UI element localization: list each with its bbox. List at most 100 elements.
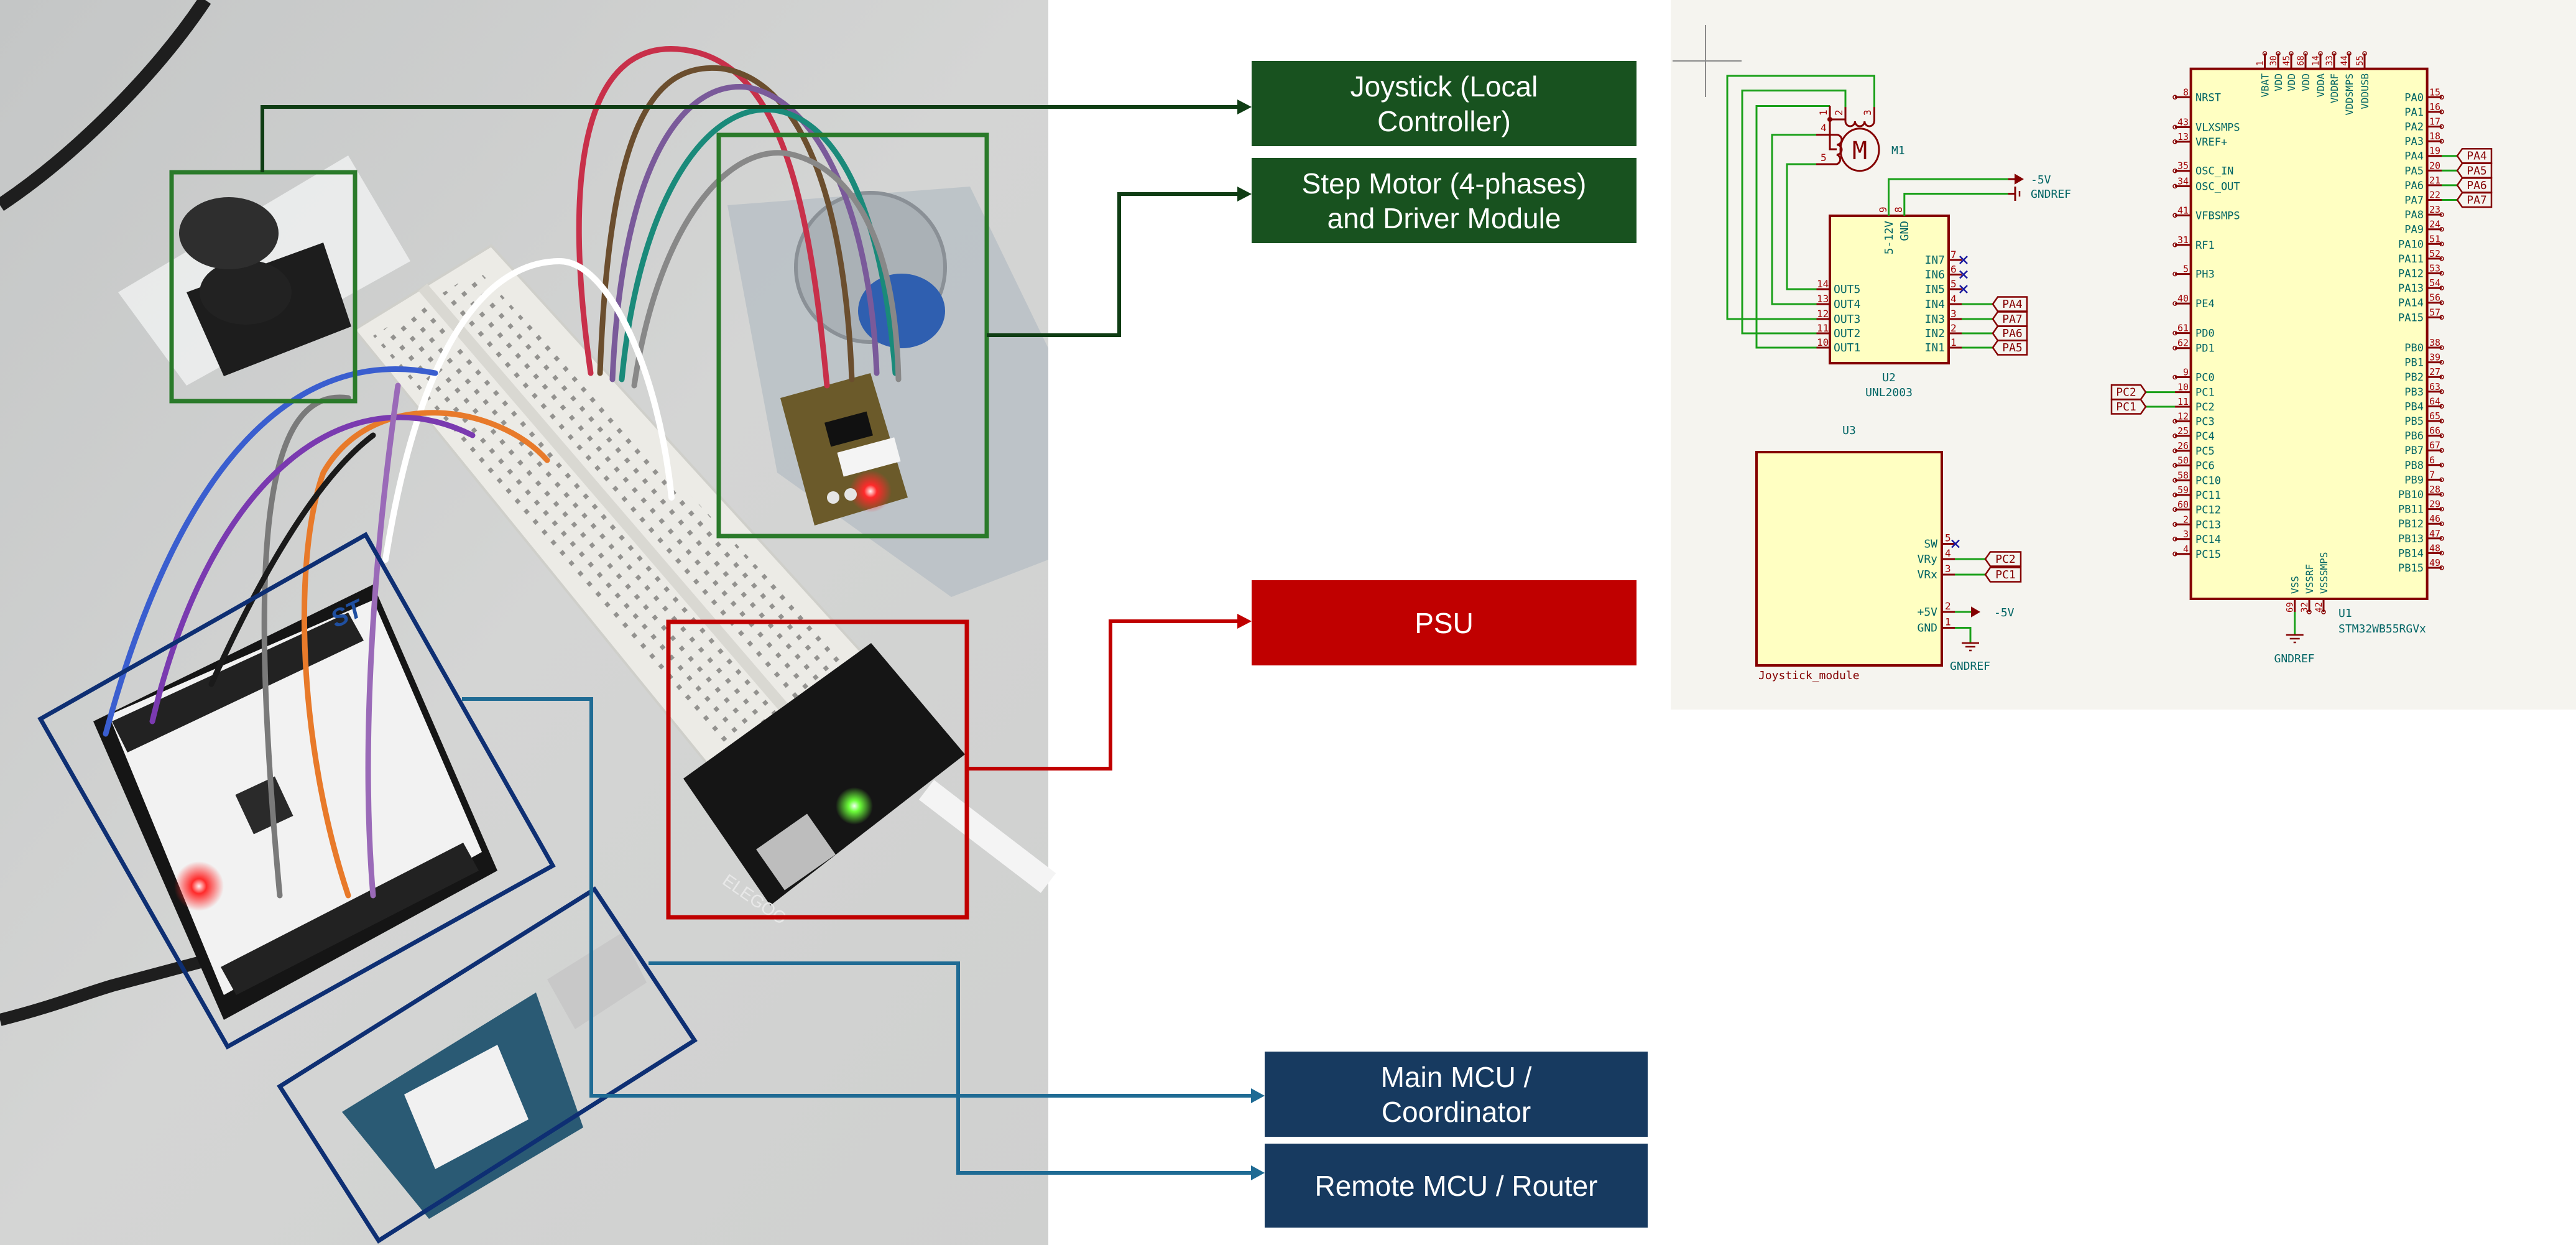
pin-number: 1 (2256, 61, 2266, 66)
pin-number: 11 (2177, 396, 2189, 407)
net-label-icon (1992, 325, 2028, 341)
pin-end (2439, 463, 2444, 468)
pin-number: 50 (2177, 455, 2189, 466)
pin-end (2172, 95, 2177, 100)
pin-end (2439, 448, 2444, 453)
pin-label: PC4 (2195, 430, 2215, 443)
pin-number: 9 (1877, 206, 1889, 213)
pin-end (2439, 492, 2444, 497)
pin-label: VDDA (2315, 73, 2327, 98)
pin-label: OSC_OUT (2195, 180, 2240, 193)
pin-end (2439, 404, 2444, 409)
pin-end (2439, 521, 2444, 526)
motor-wire (1755, 105, 1830, 349)
pin-number: 10 (2177, 382, 2189, 393)
net-label-icon (1984, 567, 2022, 583)
pin-number: 14 (2311, 55, 2321, 66)
pin-number: 67 (2429, 440, 2440, 451)
pin-end (2439, 139, 2444, 144)
pin-label: VSS (2289, 576, 2301, 594)
pin-number: 39 (2429, 352, 2440, 363)
pin-number: 69 (2286, 602, 2296, 613)
mcu-chip (235, 776, 293, 835)
pin-number: 61 (2177, 323, 2189, 334)
net-label: PA4 (2467, 150, 2487, 163)
net-label-icon (1992, 340, 2028, 356)
wire-black (208, 432, 376, 687)
net-label: PA7 (2467, 194, 2487, 207)
pin-label: PB3 (2404, 386, 2424, 399)
pin-label: PA9 (2404, 224, 2424, 236)
pin-label: PH3 (2195, 269, 2215, 281)
component-ref: M1 (1891, 144, 1905, 157)
pin-number: 7 (1950, 249, 1957, 261)
pin-number: 13 (1817, 293, 1829, 305)
pin-label: PB7 (2404, 445, 2424, 457)
net-label: PA6 (2467, 179, 2487, 192)
pin-number: 46 (2429, 513, 2440, 524)
remote-mcu-connector (649, 961, 1251, 1175)
pin-number: 20 (2429, 160, 2440, 171)
usb-cable (0, 955, 207, 1026)
pin-end (2172, 478, 2177, 483)
net-label: PA5 (2467, 164, 2487, 177)
motor-icon (1839, 127, 1880, 172)
psu-connector (967, 619, 1237, 771)
pin-label: VDD (2286, 73, 2297, 91)
pin-number: 68 (2296, 55, 2306, 66)
pin-label: VREF+ (2195, 136, 2227, 149)
motor-wire (1771, 134, 1817, 305)
pin-number: 17 (2429, 116, 2440, 127)
net-label: PA4 (2002, 298, 2023, 311)
pin-number: 33 (2325, 55, 2335, 66)
pin-end (2172, 463, 2177, 468)
pin-number: 47 (2429, 528, 2440, 539)
psu-power-led-icon (836, 787, 873, 825)
pin-label: PC3 (2195, 415, 2215, 428)
pin-number: 41 (2177, 205, 2189, 216)
pin-end (2172, 507, 2177, 512)
main-mcu-connector (462, 697, 1251, 1098)
pin-end (2318, 51, 2323, 56)
net-label-icon (2456, 177, 2493, 193)
pin-label: PA12 (2398, 268, 2424, 280)
psu-board (683, 643, 965, 905)
pin-label: PA4 (2404, 150, 2424, 163)
pin-label: IN1 (1924, 341, 1945, 354)
pin-number: 65 (2429, 410, 2440, 422)
pin-label: SW (1924, 538, 1937, 551)
pin-end (2439, 95, 2444, 100)
pin-number: 38 (2429, 337, 2440, 348)
net-label: PA6 (2002, 327, 2023, 340)
pin-end (2172, 183, 2177, 189)
wire-blue (103, 366, 438, 737)
wire-grey (631, 150, 902, 389)
pin-label: PC13 (2195, 519, 2221, 531)
pin-label: OUT3 (1834, 313, 1860, 326)
no-connect-icon (1959, 285, 1968, 294)
pin-end (2439, 477, 2444, 483)
pin-label: PA15 (2398, 312, 2424, 324)
callout-remote-mcu: Remote MCU / Router (1265, 1144, 1648, 1228)
motor-coil (1816, 134, 1843, 165)
pin-number: 13 (2177, 131, 2189, 142)
ground-wire (1955, 627, 1972, 643)
pin-label: IN7 (1924, 254, 1945, 267)
pin-label: IN5 (1924, 283, 1945, 296)
component-ref: U1 (2338, 607, 2352, 620)
pin-end (2362, 51, 2367, 56)
pin-label: PB2 (2404, 371, 2424, 384)
pin-label: PC0 (2195, 372, 2215, 384)
power-wire (1888, 178, 2008, 216)
pin-number: 51 (2429, 233, 2440, 244)
component-value: Joystick_module (1758, 669, 1860, 682)
pin-end (2172, 433, 2177, 438)
pin-end (2276, 51, 2281, 56)
pin-number: 22 (2429, 190, 2440, 201)
pin-label: IN6 (1924, 269, 1945, 282)
pin-number: 1 (1945, 616, 1951, 628)
pin-number: 18 (2429, 131, 2440, 142)
callout-joystick: Joystick (Local Controller) (1252, 61, 1637, 146)
net-label: PC2 (1995, 553, 2016, 566)
net-label-icon (2456, 192, 2493, 208)
